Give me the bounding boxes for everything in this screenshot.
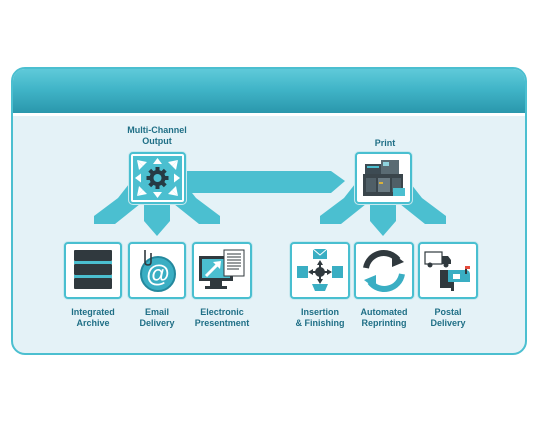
truck-mailbox-icon bbox=[424, 251, 470, 291]
email-at-icon: @ bbox=[140, 250, 176, 292]
refresh-cycle-icon bbox=[363, 250, 405, 292]
insertion-finishing-box[interactable] bbox=[290, 242, 350, 299]
gear-arrows-icon bbox=[133, 156, 182, 200]
print-box[interactable] bbox=[355, 152, 412, 204]
email-delivery-box[interactable]: @ bbox=[128, 242, 186, 299]
flow-arrow-to-print bbox=[186, 171, 345, 193]
server-stack-icon bbox=[74, 250, 112, 289]
multichannel-output-label: Multi-Channel Output bbox=[127, 125, 187, 146]
electronic-presentment-box[interactable] bbox=[192, 242, 252, 299]
multichannel-output-box[interactable] bbox=[129, 152, 186, 204]
chevron-right-reprinting bbox=[370, 203, 396, 236]
automated-reprinting-label: Automated Reprinting bbox=[360, 307, 408, 328]
insertion-finishing-label: Insertion & Finishing bbox=[295, 307, 345, 328]
postal-delivery-label: Postal Delivery bbox=[430, 307, 466, 328]
diagram-panel bbox=[11, 67, 527, 355]
email-delivery-label: Email Delivery bbox=[139, 307, 175, 328]
integrated-archive-box[interactable] bbox=[64, 242, 122, 299]
chevron-left-email bbox=[144, 203, 170, 236]
integrated-archive-label: Integrated Archive bbox=[71, 307, 115, 328]
panel-header-bar bbox=[13, 69, 525, 116]
monitor-document-icon bbox=[199, 249, 245, 289]
envelope-arrows-icon bbox=[297, 248, 343, 291]
electronic-presentment-label: Electronic Presentment bbox=[194, 307, 250, 328]
postal-delivery-box[interactable] bbox=[418, 242, 478, 299]
automated-reprinting-box[interactable] bbox=[354, 242, 414, 299]
print-label: Print bbox=[374, 138, 396, 148]
printer-machine-icon bbox=[363, 160, 405, 196]
svg-text:@: @ bbox=[146, 261, 169, 288]
